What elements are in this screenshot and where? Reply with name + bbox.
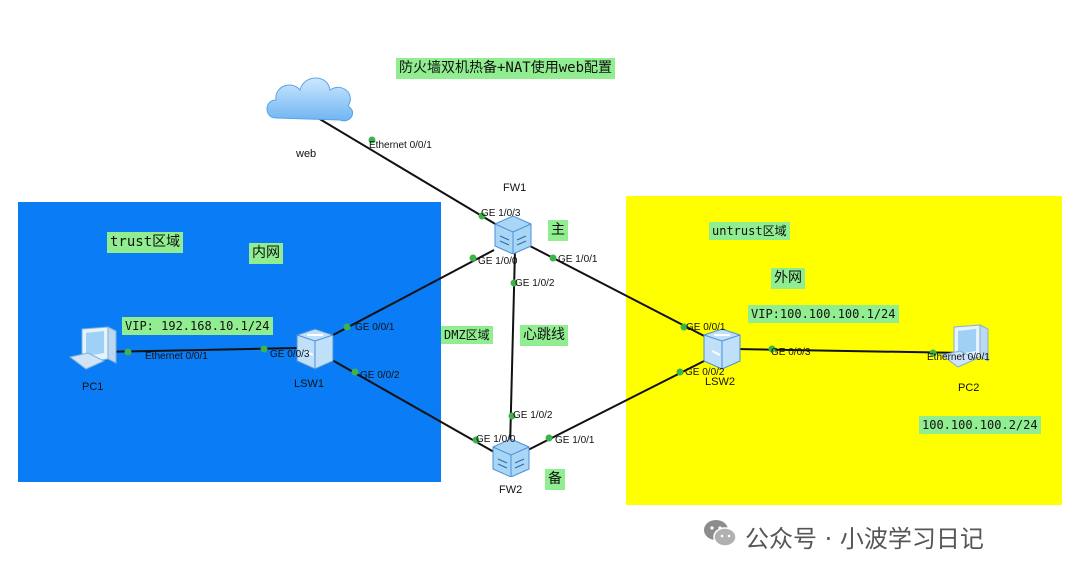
firewall-icon [491,214,535,258]
watermark: 公众号 · 小波学习日记 [703,518,984,554]
port-pc1-eth: Ethernet 0/0/1 [145,351,208,362]
pc1-label: PC1 [82,381,104,393]
port-fw1-ge103: GE 1/0/3 [481,208,521,219]
pc-icon [940,323,992,377]
fw1-label: FW1 [503,182,527,194]
port-lsw1-ge003: GE 0/0/3 [270,349,310,360]
switch-icon [700,327,744,375]
vip-outside-tag: VIP:100.100.100.1/24 [748,305,899,323]
pc2-label: PC2 [958,382,980,394]
port-fw1-ge102: GE 1/0/2 [515,278,555,289]
port-lsw1-ge002: GE 0/0/2 [360,370,400,381]
firewall-icon [489,437,533,481]
watermark-text: 公众号 · 小波学习日记 [745,524,984,553]
backup-role-tag: 备 [545,469,565,490]
trust-zone-label: trust区域 [107,232,184,253]
port-lsw2-ge001: GE 0/0/1 [686,322,726,333]
fw2-label: FW2 [499,484,523,496]
pc2-ip-tag: 100.100.100.2/24 [919,416,1041,434]
web-label: web [296,148,317,160]
switch-icon [293,327,337,375]
cloud-icon [262,68,356,132]
port-lsw1-ge001: GE 0/0/1 [355,322,395,333]
vip-inside-tag: VIP: 192.168.10.1/24 [122,317,273,335]
wechat-icon [703,518,737,554]
master-role-tag: 主 [548,220,568,241]
port-fw2-ge102: GE 1/0/2 [513,410,553,421]
dmz-zone-label: DMZ区域 [441,326,493,344]
link-lsw1-fw2 [317,351,495,453]
port-fw2-ge101: GE 1/0/1 [555,435,595,446]
port-fw2-ge100: GE 1/0/0 [476,434,516,445]
port-lsw2-ge002: GE 0/0/2 [685,367,725,378]
heartbeat-label: 心跳线 [520,325,568,346]
extranet-label: 外网 [771,268,805,289]
port-web-eth: Ethernet 0/0/1 [369,140,432,151]
port-fw1-ge100: GE 1/0/0 [478,256,518,267]
lsw1-label: LSW1 [294,378,324,390]
diagram-title: 防火墙双机热备+NAT使用web配置 [396,58,616,79]
port-fw1-ge101: GE 1/0/1 [558,254,598,265]
link-web-fw1 [317,117,503,229]
pc-icon [68,325,120,379]
lsw2-label: LSW2 [705,376,735,388]
port-lsw2-ge003: GE 0/0/3 [771,347,811,358]
untrust-zone-label: untrust区域 [709,222,790,240]
intranet-label: 内网 [249,243,283,264]
port-pc2-eth: Ethernet 0/0/1 [927,352,990,363]
link-fw1-lsw2 [527,244,713,341]
